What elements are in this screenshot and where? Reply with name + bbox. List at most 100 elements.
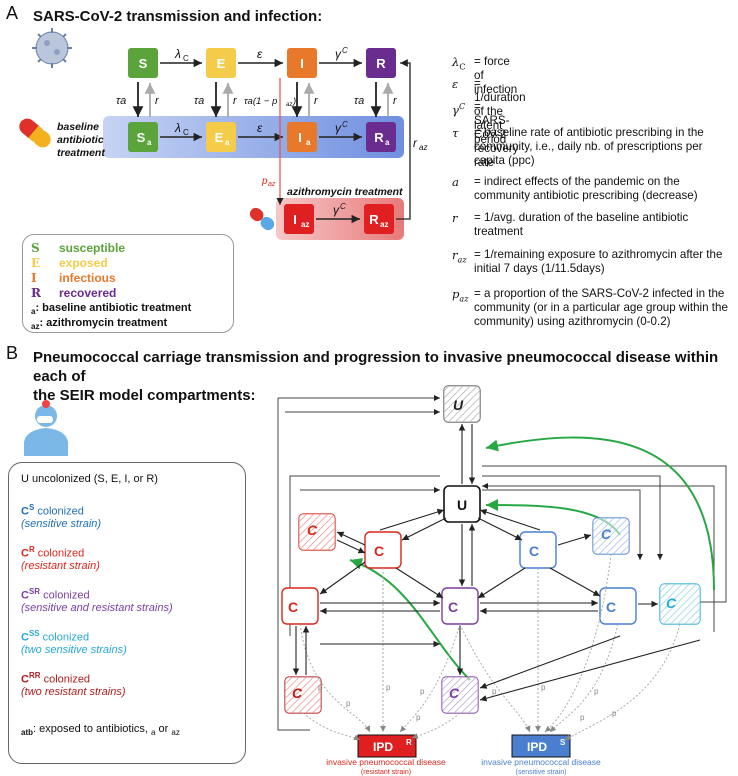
svg-text:C: C: [340, 202, 346, 211]
lambda-label: λ: [174, 47, 181, 61]
legend-b-cs: CS colonized (sensitive strain): [21, 503, 102, 530]
sub-a: a: [147, 138, 152, 147]
state-S-label: S: [139, 56, 148, 71]
state-Sa-label: S: [137, 130, 146, 145]
state-Iaz-label: I: [293, 212, 297, 227]
svg-text:az: az: [268, 181, 276, 188]
svg-text:): ): [292, 96, 296, 107]
legend-row-s: S susceptible: [31, 241, 126, 255]
node-U-label: U: [457, 497, 467, 513]
node-CSR-label: C: [448, 599, 458, 615]
state-Ia-label: I: [298, 130, 302, 145]
node-CSSatb-label: C: [666, 595, 677, 611]
tau-a-i-label: τa(1 − p: [244, 96, 277, 107]
legend-b-cr: CR colonized (resistant strain): [21, 545, 100, 572]
sub-a: a: [306, 138, 311, 147]
baseline-label-3: treatment: [57, 147, 105, 159]
svg-text:λ: λ: [174, 121, 181, 135]
legend-b-u: U uncolonized (S, E, I, or R): [21, 473, 158, 485]
legend-b-atb: atb: exposed to antibiotics, a or az: [21, 723, 180, 738]
sub-az: az: [380, 220, 388, 229]
svg-text:p: p: [416, 713, 421, 722]
ipd-r-label: IPD: [373, 740, 393, 754]
node-CRRatb: [284, 676, 322, 714]
svg-text:p: p: [612, 709, 617, 718]
state-Ra-label: R: [374, 130, 384, 145]
svg-text:p: p: [492, 687, 497, 696]
panel-a-title: SARS-CoV-2 transmission and infection:: [33, 8, 323, 25]
node-Uatb-label: U: [453, 397, 464, 413]
node-CRR-label: C: [288, 599, 298, 615]
node-CRRatb-label: C: [292, 685, 303, 701]
ipd-r-caption-2: (resistant strain): [361, 769, 411, 776]
ipd-s-caption-1: invasive pneumococcal disease: [481, 757, 601, 767]
node-CRatb-label: C: [307, 522, 318, 538]
panel-a-definitions: λC = force of infection ε = 1/duration o…: [452, 55, 728, 328]
azithromycin-label: azithromycin treatment: [287, 186, 403, 198]
state-R: [366, 48, 396, 78]
virus-icon: [32, 28, 72, 68]
panel-b-letter: B: [6, 343, 19, 363]
node-CSS-label: C: [606, 599, 616, 615]
state-I: [287, 48, 317, 78]
state-E: [206, 48, 236, 78]
legend-row-r: R recovered: [31, 286, 117, 300]
legend-row-a: a: baseline antibiotic treatment: [31, 302, 192, 317]
svg-text:p: p: [346, 699, 351, 708]
sub-az: az: [301, 220, 309, 229]
ipd-resistant-box: [357, 734, 417, 758]
state-S: [128, 48, 158, 78]
node-CSRatb-label: C: [449, 685, 460, 701]
sub-a: a: [225, 138, 230, 147]
svg-text:p: p: [420, 687, 425, 696]
panel-a-letter: A: [6, 3, 19, 23]
svg-text:τa: τa: [354, 95, 364, 107]
node-CR-label: C: [374, 543, 384, 559]
legend-row-e: E exposed: [31, 256, 108, 270]
svg-text:p: p: [318, 683, 323, 692]
state-Ra: [366, 122, 396, 152]
svg-text:C: C: [342, 46, 348, 55]
r-label: r: [155, 95, 160, 107]
svg-text:az: az: [419, 143, 427, 152]
svg-text:R: R: [406, 738, 412, 747]
svg-text:C: C: [183, 54, 189, 63]
ipd-r-caption-1: invasive pneumococcal disease: [326, 757, 446, 767]
ipd-s-label: IPD: [527, 740, 547, 754]
svg-text:r: r: [393, 95, 398, 107]
legend-row-az: az: azithromycin treatment: [31, 317, 168, 332]
state-Ea: [206, 122, 236, 152]
svg-text:p: p: [580, 713, 585, 722]
svg-text:C: C: [183, 128, 189, 137]
legend-panel-b: U uncolonized (S, E, I, or R) CS coloniz…: [8, 462, 246, 764]
node-CSatb-label: C: [601, 526, 612, 542]
svg-text:az: az: [286, 102, 292, 108]
state-Sa: [128, 122, 158, 152]
panel-b-title: Pneumococcal carriage transmission and p…: [33, 349, 719, 404]
svg-text:r: r: [314, 95, 319, 107]
svg-text:p: p: [386, 683, 391, 692]
state-I-label: I: [300, 56, 304, 71]
svg-text:γ: γ: [335, 121, 342, 135]
legend-panel-a: S susceptible E exposed I infectious R r…: [22, 234, 234, 333]
baseline-label-1: baseline: [57, 121, 99, 133]
legend-b-css: CSS colonized (two sensitive strains): [21, 629, 127, 656]
legend-b-csr: CSR colonized (sensitive and resistant s…: [21, 587, 173, 614]
node-CSRatb: [441, 676, 479, 714]
ipd-s-caption-2: (sensitive strain): [516, 769, 567, 776]
gamma-label: γ: [335, 47, 342, 61]
tau-a-label: τa: [116, 95, 126, 107]
p-az-label: p: [261, 176, 268, 187]
svg-text:ε: ε: [257, 121, 263, 135]
svg-text:C: C: [342, 120, 348, 129]
svg-text:γ: γ: [333, 203, 340, 217]
svg-text:S: S: [560, 738, 566, 747]
node-CS-label: C: [529, 543, 539, 559]
baseline-label-2: antibiotic: [57, 134, 104, 146]
svg-text:τa: τa: [194, 95, 204, 107]
state-Ia: [287, 122, 317, 152]
svg-text:p: p: [594, 687, 599, 696]
pill-icon-azithromycin: [249, 207, 275, 231]
